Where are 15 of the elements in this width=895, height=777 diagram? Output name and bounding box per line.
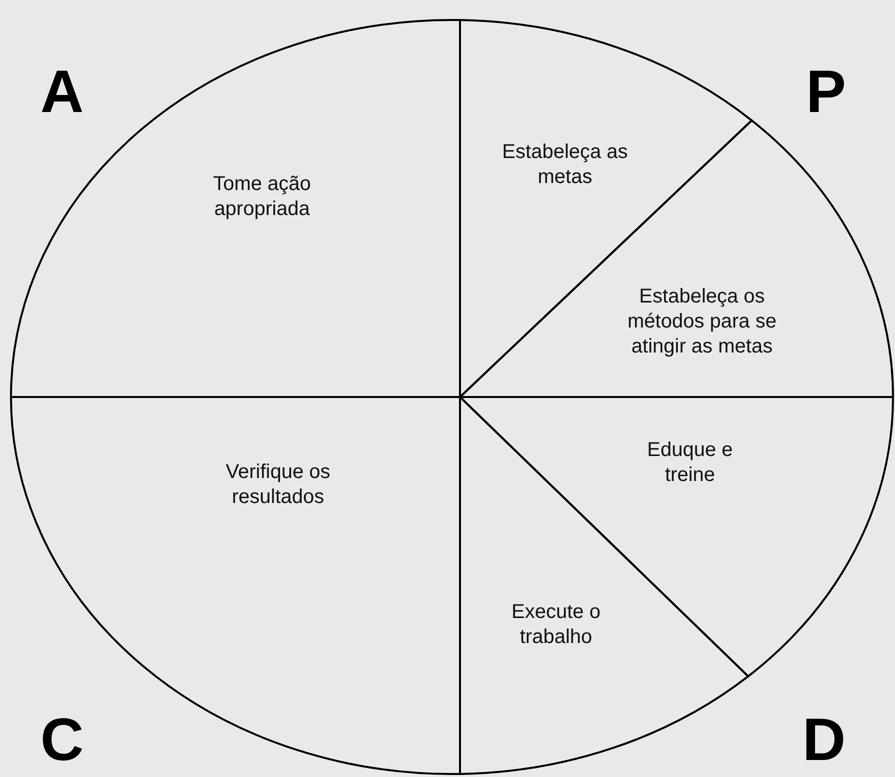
phase-letter: P xyxy=(806,62,846,122)
phase-letter: C xyxy=(40,710,84,770)
phase-letter: D xyxy=(802,710,846,770)
sector-text: Tome ação apropriada xyxy=(212,172,312,222)
sector-text: Estabeleça as metas xyxy=(501,140,629,190)
sector-text: Execute o trabalho xyxy=(510,600,602,650)
sector-text: Eduque e treine xyxy=(646,438,734,488)
circle-sector xyxy=(10,19,461,398)
sector-text: Estabeleça os métodos para se atingir as metas xyxy=(626,284,778,360)
circle-sector xyxy=(459,396,750,775)
phase-letter: A xyxy=(40,62,84,122)
sector-text: Verifique os resultados xyxy=(224,460,332,510)
circle-sector xyxy=(459,396,894,678)
circle-sector xyxy=(459,119,894,398)
circle-sector xyxy=(10,396,461,775)
